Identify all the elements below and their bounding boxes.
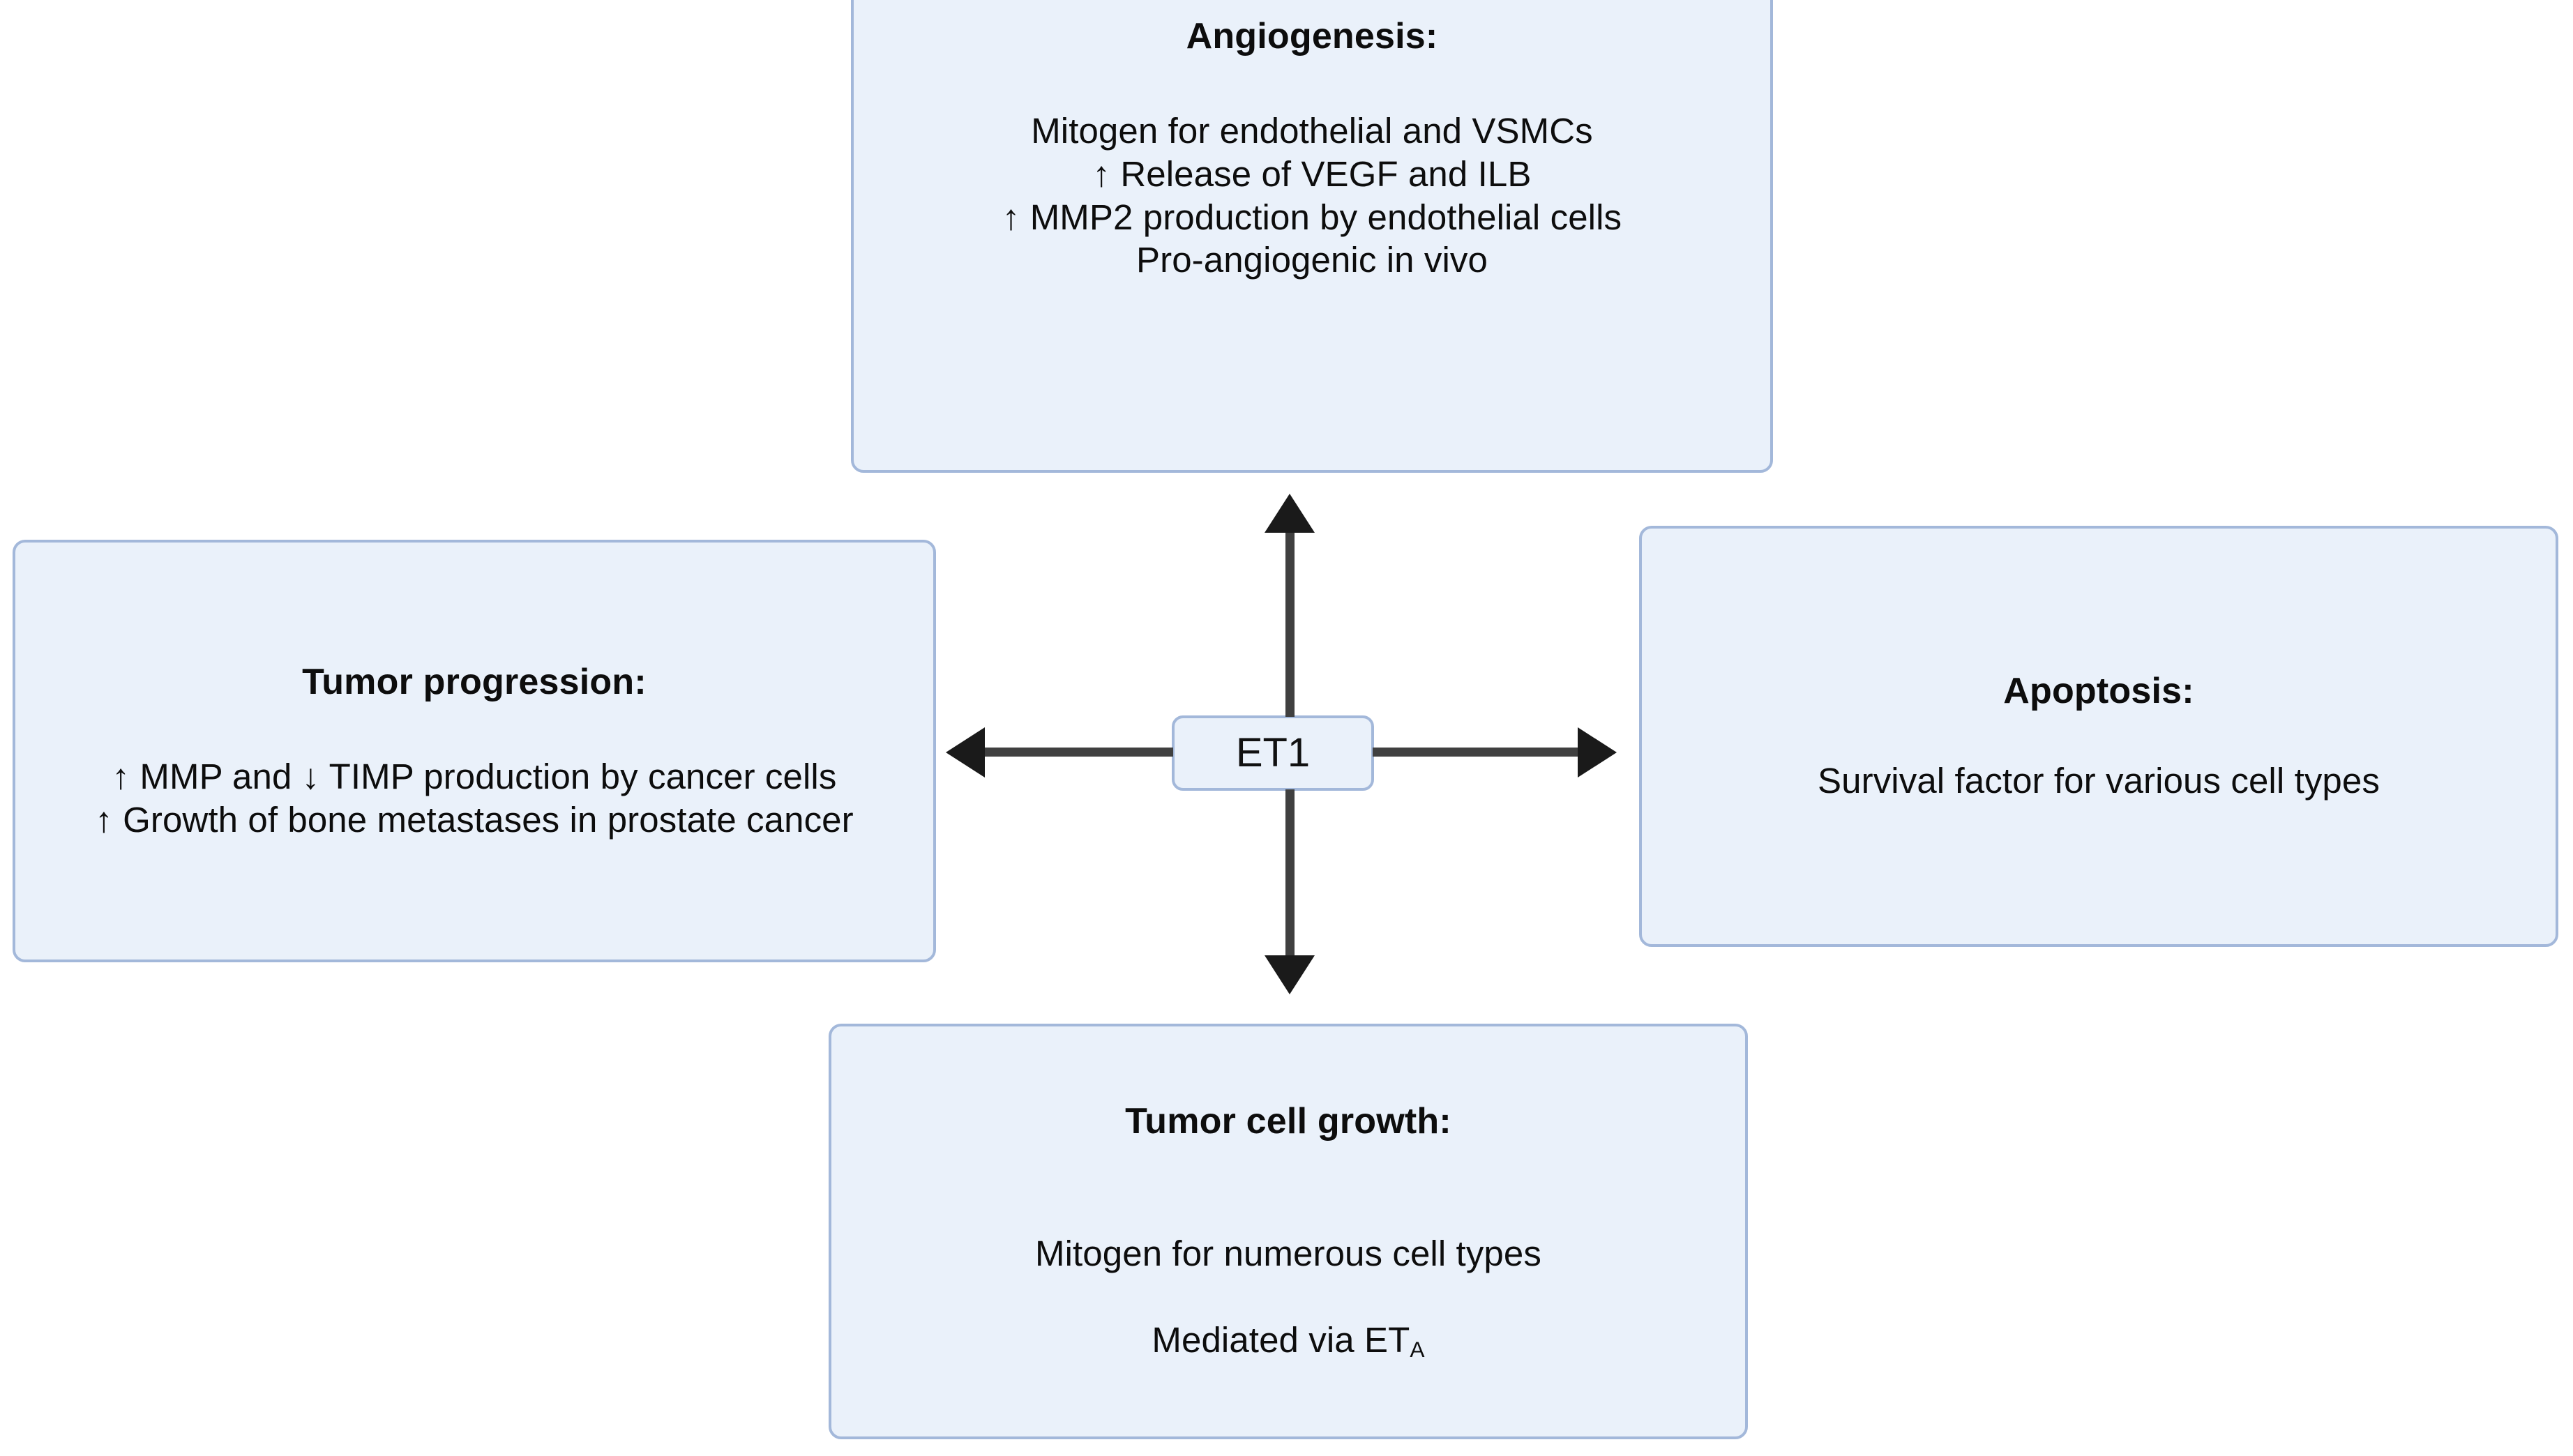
arrow-to-tumor-cell-growth-head-icon (1265, 955, 1315, 994)
node-tumor-cell-growth-title: Tumor cell growth: (1125, 1101, 1451, 1142)
node-tumor-cell-growth-line1: Mitogen for numerous cell types (1035, 1234, 1541, 1274)
arrow-to-apoptosis-line (1373, 748, 1582, 757)
arrow-to-tumor-progression-line (979, 748, 1173, 757)
arrow-to-angiogenesis-line (1285, 531, 1295, 717)
node-et1[interactable]: ET1 (1172, 715, 1374, 791)
node-apoptosis[interactable]: Apoptosis: Survival factor for various c… (1639, 526, 2558, 947)
node-et1-label: ET1 (1235, 730, 1311, 775)
node-angiogenesis[interactable]: Angiogenesis: Mitogen for endothelial an… (851, 0, 1773, 473)
arrow-to-apoptosis-head-icon (1578, 727, 1617, 778)
arrow-to-tumor-progression-head-icon (946, 727, 985, 778)
node-tumor-progression-title: Tumor progression: (302, 661, 647, 702)
node-tumor-progression-body: ↑ MMP and ↓ TIMP production by cancer ce… (95, 756, 854, 840)
node-angiogenesis-body: Mitogen for endothelial and VSMCs ↑ Rele… (1002, 111, 1622, 280)
eta-receptor-text: Mediated via ET (1152, 1319, 1410, 1360)
node-tumor-cell-growth[interactable]: Tumor cell growth: Mitogen for numerous … (829, 1024, 1748, 1439)
arrow-to-angiogenesis-head-icon (1265, 494, 1315, 533)
eta-receptor-subscript: A (1410, 1336, 1425, 1362)
node-tumor-cell-growth-body: Mitogen for numerous cell types Mediated… (1035, 1190, 1541, 1363)
node-tumor-progression[interactable]: Tumor progression: ↑ MMP and ↓ TIMP prod… (13, 540, 936, 962)
arrow-to-tumor-cell-growth-line (1285, 789, 1295, 958)
node-apoptosis-body: Survival factor for various cell types (1818, 760, 2380, 801)
node-tumor-cell-growth-line2: Mediated via ETA (1152, 1319, 1425, 1362)
node-angiogenesis-title: Angiogenesis: (1186, 16, 1438, 56)
node-apoptosis-title: Apoptosis: (2003, 671, 2194, 712)
